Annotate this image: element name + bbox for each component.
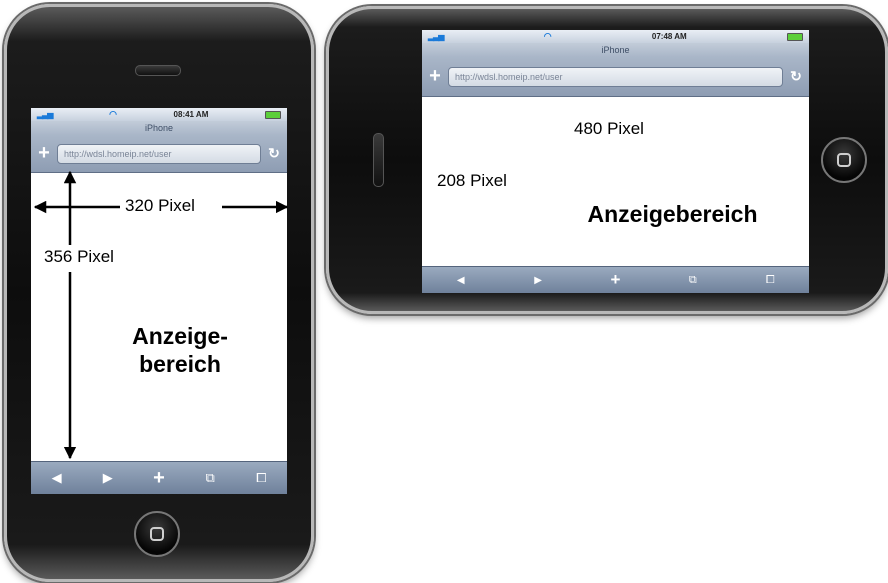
back-icon[interactable]: ◀: [456, 274, 465, 286]
add-bookmark-icon[interactable]: +: [429, 65, 441, 87]
battery-icon: [264, 110, 281, 119]
portrait-display-area-label: Anzeige- bereich: [100, 322, 260, 378]
portrait-width-label: 320 Pixel: [123, 196, 197, 216]
earpiece-speaker: [135, 65, 181, 76]
forward-icon[interactable]: ▶: [534, 274, 542, 286]
url-field[interactable]: http://wdsl.homeip.net/user: [448, 66, 783, 87]
landscape-height-label: 208 Pixel: [437, 171, 507, 191]
browser-toolbar: ◀ ▶ + ⧉ ⧠: [422, 266, 809, 293]
home-button[interactable]: [821, 137, 867, 183]
address-bar: + http://wdsl.homeip.net/user ↻: [31, 135, 287, 173]
browser-toolbar: ◀ ▶ + ⧉ ⧠: [31, 461, 287, 494]
url-field[interactable]: http://wdsl.homeip.net/user: [57, 143, 261, 164]
portrait-area-line1: Anzeige-: [132, 323, 228, 349]
forward-icon[interactable]: ▶: [102, 470, 113, 485]
status-bar: ▂▃▅ ◠ 08:41 AM: [31, 108, 287, 121]
bookmarks-icon[interactable]: ⧉: [688, 273, 697, 286]
landscape-width-label: 480 Pixel: [572, 119, 646, 139]
landscape-screen: ▂▃▅ ◠ 07:48 AM iPhone + http://wdsl.home…: [422, 30, 809, 293]
signal-icon: ▂▃▅: [428, 32, 445, 41]
home-button[interactable]: [134, 511, 180, 557]
battery-icon: [787, 32, 803, 41]
portrait-area-line2: bereich: [139, 351, 221, 377]
page-title: iPhone: [31, 121, 287, 135]
iphone-landscape: ▂▃▅ ◠ 07:48 AM iPhone + http://wdsl.home…: [326, 6, 888, 314]
add-icon[interactable]: +: [153, 466, 165, 489]
wifi-icon: ◠: [109, 109, 117, 119]
earpiece-speaker: [373, 133, 384, 187]
address-bar: + http://wdsl.homeip.net/user ↻: [422, 57, 809, 97]
status-time: 07:48 AM: [651, 32, 687, 41]
pages-icon[interactable]: ⧠: [256, 470, 267, 485]
wifi-icon: ◠: [543, 31, 552, 41]
signal-icon: ▂▃▅: [37, 110, 54, 119]
landscape-display-area-label: Anzeigebereich: [587, 201, 758, 227]
back-icon[interactable]: ◀: [51, 470, 62, 485]
status-time: 08:41 AM: [173, 110, 209, 119]
status-bar: ▂▃▅ ◠ 07:48 AM: [422, 30, 809, 43]
add-icon[interactable]: +: [610, 270, 621, 289]
pages-icon[interactable]: ⧠: [765, 273, 775, 286]
bookmarks-icon[interactable]: ⧉: [205, 470, 215, 485]
page-title: iPhone: [422, 43, 809, 57]
reload-icon[interactable]: ↻: [790, 68, 802, 84]
reload-icon[interactable]: ↻: [268, 145, 280, 161]
portrait-height-label: 356 Pixel: [44, 247, 114, 267]
add-bookmark-icon[interactable]: +: [38, 142, 50, 164]
